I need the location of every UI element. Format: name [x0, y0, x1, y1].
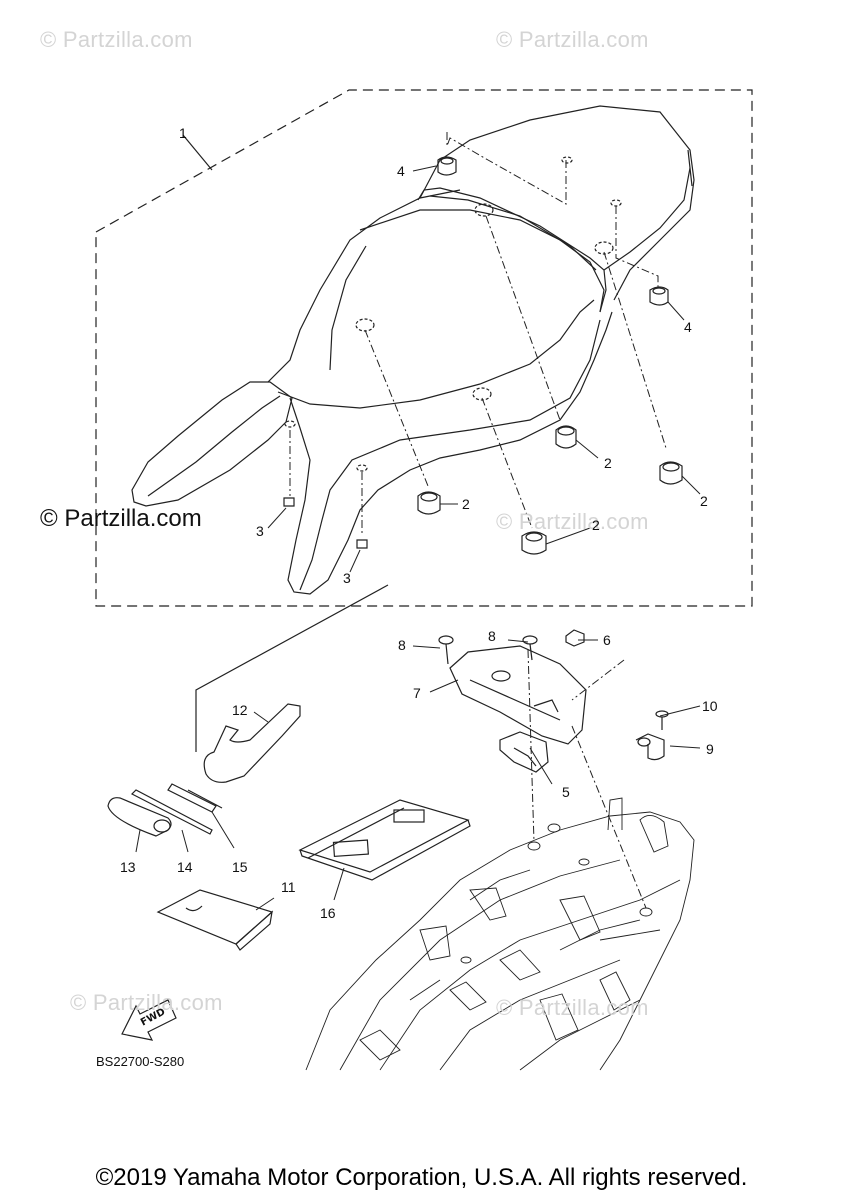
bolt-part-8 — [438, 635, 538, 665]
watermark-dark: © Partzilla.com — [40, 505, 202, 532]
callout-8: 8 — [488, 628, 496, 644]
watermark: © Partzilla.com — [496, 27, 649, 52]
callout-2: 2 — [700, 493, 708, 509]
callout-16: 16 — [320, 905, 336, 921]
callout-12: 12 — [232, 702, 248, 718]
callout-4: 4 — [684, 319, 692, 335]
callout-2: 2 — [462, 496, 470, 512]
seat-lock-bracket-part-7 — [449, 645, 587, 745]
callout-9: 9 — [706, 741, 714, 757]
callout-15: 15 — [232, 859, 248, 875]
grommet-part-2 — [417, 425, 683, 555]
clip-part-9 — [635, 733, 665, 761]
callout-2: 2 — [592, 517, 600, 533]
bolt-part-10 — [655, 710, 669, 730]
screwdriver-part-14 — [130, 789, 213, 835]
callout-4: 4 — [397, 163, 405, 179]
copyright-notice: ©2019 Yamaha Motor Corporation, U.S.A. A… — [95, 1164, 748, 1191]
callout-13: 13 — [120, 859, 136, 875]
handle-part-13 — [107, 797, 172, 837]
watermark: © Partzilla.com — [40, 27, 193, 52]
wrench-part-12 — [203, 703, 301, 783]
nut-part-6 — [565, 629, 585, 647]
owners-manual-part-16 — [298, 799, 471, 881]
callout-11: 11 — [281, 879, 296, 895]
damper-part-4 — [437, 156, 669, 306]
seat-mount-holes — [284, 156, 622, 472]
callout-8: 8 — [398, 637, 406, 653]
callout-3: 3 — [256, 523, 264, 539]
callout-3: 3 — [343, 570, 351, 586]
callout-5: 5 — [562, 784, 570, 800]
fwd-arrow-icon — [121, 999, 177, 1041]
tool-bag-part-11 — [156, 889, 274, 951]
callout-2: 2 — [604, 455, 612, 471]
nut-part-3 — [283, 497, 368, 549]
seat-outline — [131, 105, 695, 595]
callout-1: 1 — [179, 125, 187, 141]
callout-10: 10 — [702, 698, 718, 714]
spanner-part-15 — [167, 783, 223, 813]
callout-6: 6 — [603, 632, 611, 648]
diagram-code: BS22700-S280 — [96, 1054, 185, 1069]
seat-lock-part-5 — [499, 731, 549, 773]
rear-frame — [305, 797, 695, 1071]
watermark: © Partzilla.com — [496, 509, 649, 534]
callout-7: 7 — [413, 685, 421, 701]
watermark: © Partzilla.com — [70, 990, 223, 1015]
watermark: © Partzilla.com — [496, 995, 649, 1020]
seat-assembly-box — [95, 89, 753, 607]
callout-14: 14 — [177, 859, 193, 875]
